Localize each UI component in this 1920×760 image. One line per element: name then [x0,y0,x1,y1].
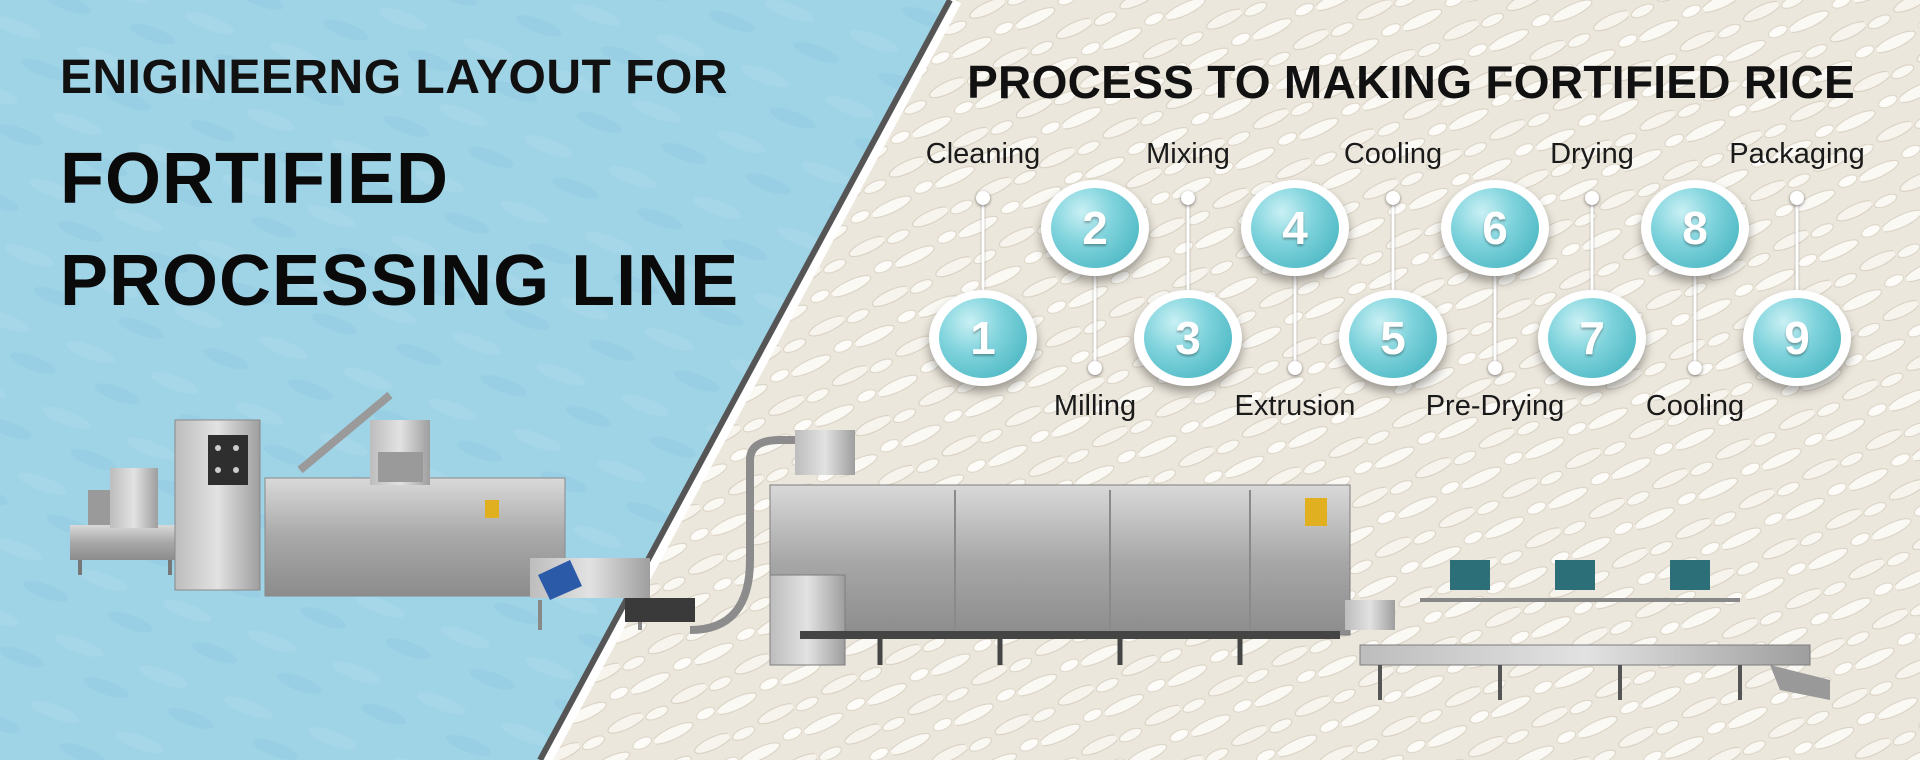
step-circle-8: 8 [1641,180,1749,276]
step-number: 7 [1579,312,1605,364]
step-number: 3 [1175,312,1201,364]
step-number: 2 [1082,202,1108,254]
step-circle-9: 9 [1743,290,1851,386]
step-label: Extrusion [1234,390,1356,422]
step-connector [1693,228,1697,368]
step-circle-fill [1548,298,1636,378]
step-label: Mixing [1146,138,1230,170]
step-number: 4 [1282,202,1308,254]
step-connector [1293,228,1297,368]
step-connector [1590,198,1594,338]
step-circle-2: 2 [1041,180,1149,276]
step-circle-fill [1251,188,1339,268]
step-number: 5 [1380,312,1406,364]
step-number: 1 [970,312,996,364]
step-connector [1493,228,1497,368]
step-circle-fill [1753,298,1841,378]
step-label: Drying [1550,138,1634,170]
step-number: 9 [1784,312,1810,364]
step-dot [1288,361,1302,375]
step-circle-1: 1 [929,290,1037,386]
step-label: Cooling [1343,138,1443,170]
step-circle-fill [1144,298,1232,378]
processing-machine-left [70,391,650,630]
step-circle-fill [1651,188,1739,268]
step-circle-fill [1451,188,1539,268]
step-dot [1488,361,1502,375]
step-circle-5: 5 [1339,290,1447,386]
step-number: 6 [1482,202,1508,254]
step-label: Packaging [1729,138,1865,170]
step-circle-3: 3 [1134,290,1242,386]
step-circle-6: 6 [1441,180,1549,276]
step-number: 8 [1682,202,1708,254]
step-circle-fill [1051,188,1139,268]
step-label: Cooling [1645,390,1745,422]
banner-title-line1: ENIGINEERNG LAYOUT FOR [60,51,728,104]
processing-machine-right [625,430,1830,700]
diagonal-divider [537,0,953,760]
step-connector [981,198,985,338]
step-circle-4: 4 [1241,180,1349,276]
step-label: Milling [1053,390,1137,422]
step-connector [1186,198,1190,338]
step-dot [1585,191,1599,205]
step-dot [1386,191,1400,205]
step-circle-fill [939,298,1027,378]
step-dot [976,191,990,205]
step-connector [1391,198,1395,338]
step-dot [1181,191,1195,205]
step-dot [1688,361,1702,375]
step-label: Cleaning [925,138,1041,170]
banner-title-line3: PROCESSING LINE [60,241,740,321]
process-title: PROCESS TO MAKING FORTIFIED RICE [967,56,1855,108]
step-label: Pre-Drying [1425,390,1565,422]
step-circle-7: 7 [1538,290,1646,386]
step-dot [1790,191,1804,205]
banner-title-line2: FORTIFIED [60,139,449,219]
step-connector [1795,198,1799,338]
step-dot [1088,361,1102,375]
step-circle-fill [1349,298,1437,378]
step-connector [1093,228,1097,368]
